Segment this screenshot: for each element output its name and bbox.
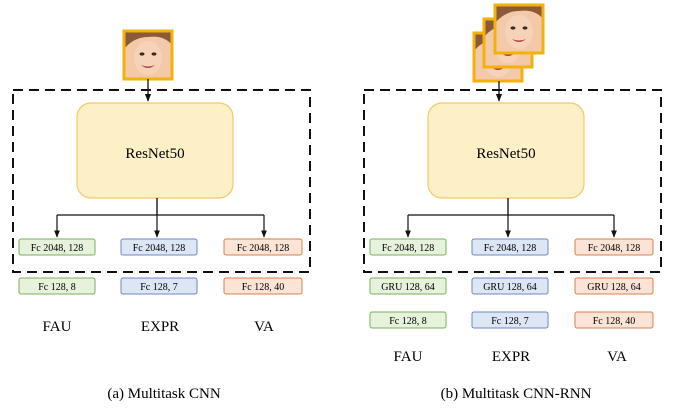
va-fc2-label: Fc 128, 40	[242, 282, 285, 293]
va-fc2-block	[574, 311, 654, 329]
fau-task-label: FAU	[394, 349, 423, 365]
panel-b: ResNet50 Fc 2048, 128 GRU 128, 64 Fc 128…	[363, 3, 662, 402]
fau-fc2-block	[369, 311, 447, 329]
va-fc2-block	[223, 277, 303, 295]
expr-gru-block	[471, 277, 549, 295]
model-boundary	[363, 89, 662, 273]
va-gru-label: GRU 128, 64	[587, 282, 641, 293]
fau-gru-block	[369, 277, 447, 295]
va-task-label: VA	[254, 319, 274, 335]
fau-fc1-block	[369, 238, 447, 256]
va-fc1-label: Fc 2048, 128	[588, 243, 641, 254]
va-task-label: VA	[607, 349, 627, 365]
resnet-label: ResNet50	[476, 146, 535, 162]
va-fc2-label: Fc 128, 40	[593, 316, 636, 327]
fau-fc2-block	[18, 277, 96, 295]
resnet-block	[76, 102, 234, 199]
resnet-label: ResNet50	[125, 146, 184, 162]
va-fc1-label: Fc 2048, 128	[237, 243, 290, 254]
input-face-image-stack	[472, 3, 545, 83]
expr-fc1-label: Fc 2048, 128	[133, 243, 186, 254]
expr-task-label: EXPR	[492, 349, 530, 365]
panel-a: ResNet50 Fc 2048, 128 Fc 128, 8 FAU Fc 2…	[12, 29, 311, 402]
input-face-image	[122, 29, 174, 81]
expr-gru-label: GRU 128, 64	[483, 282, 537, 293]
expr-fc2-label: Fc 128, 7	[140, 282, 178, 293]
expr-fc1-block	[471, 238, 549, 256]
expr-fc1-label: Fc 2048, 128	[484, 243, 537, 254]
va-fc1-block	[223, 238, 303, 256]
expr-fc2-label: Fc 128, 7	[491, 316, 529, 327]
fau-gru-label: GRU 128, 64	[381, 282, 435, 293]
fau-fc2-label: Fc 128, 8	[389, 316, 427, 327]
resnet-block	[427, 102, 585, 199]
expr-fc2-block	[120, 277, 198, 295]
va-fc1-block	[574, 238, 654, 256]
fau-fc1-label: Fc 2048, 128	[382, 243, 435, 254]
panel-b-caption: (b) Multitask CNN-RNN	[441, 386, 592, 402]
expr-task-label: EXPR	[141, 319, 179, 335]
panel-a-caption: (a) Multitask CNN	[107, 386, 220, 402]
fau-fc1-label: Fc 2048, 128	[31, 243, 84, 254]
fau-fc2-label: Fc 128, 8	[38, 282, 76, 293]
expr-fc2-block	[471, 311, 549, 329]
fau-fc1-block	[18, 238, 96, 256]
fau-task-label: FAU	[43, 319, 72, 335]
va-gru-block	[574, 277, 654, 295]
model-boundary	[12, 89, 311, 273]
expr-fc1-block	[120, 238, 198, 256]
